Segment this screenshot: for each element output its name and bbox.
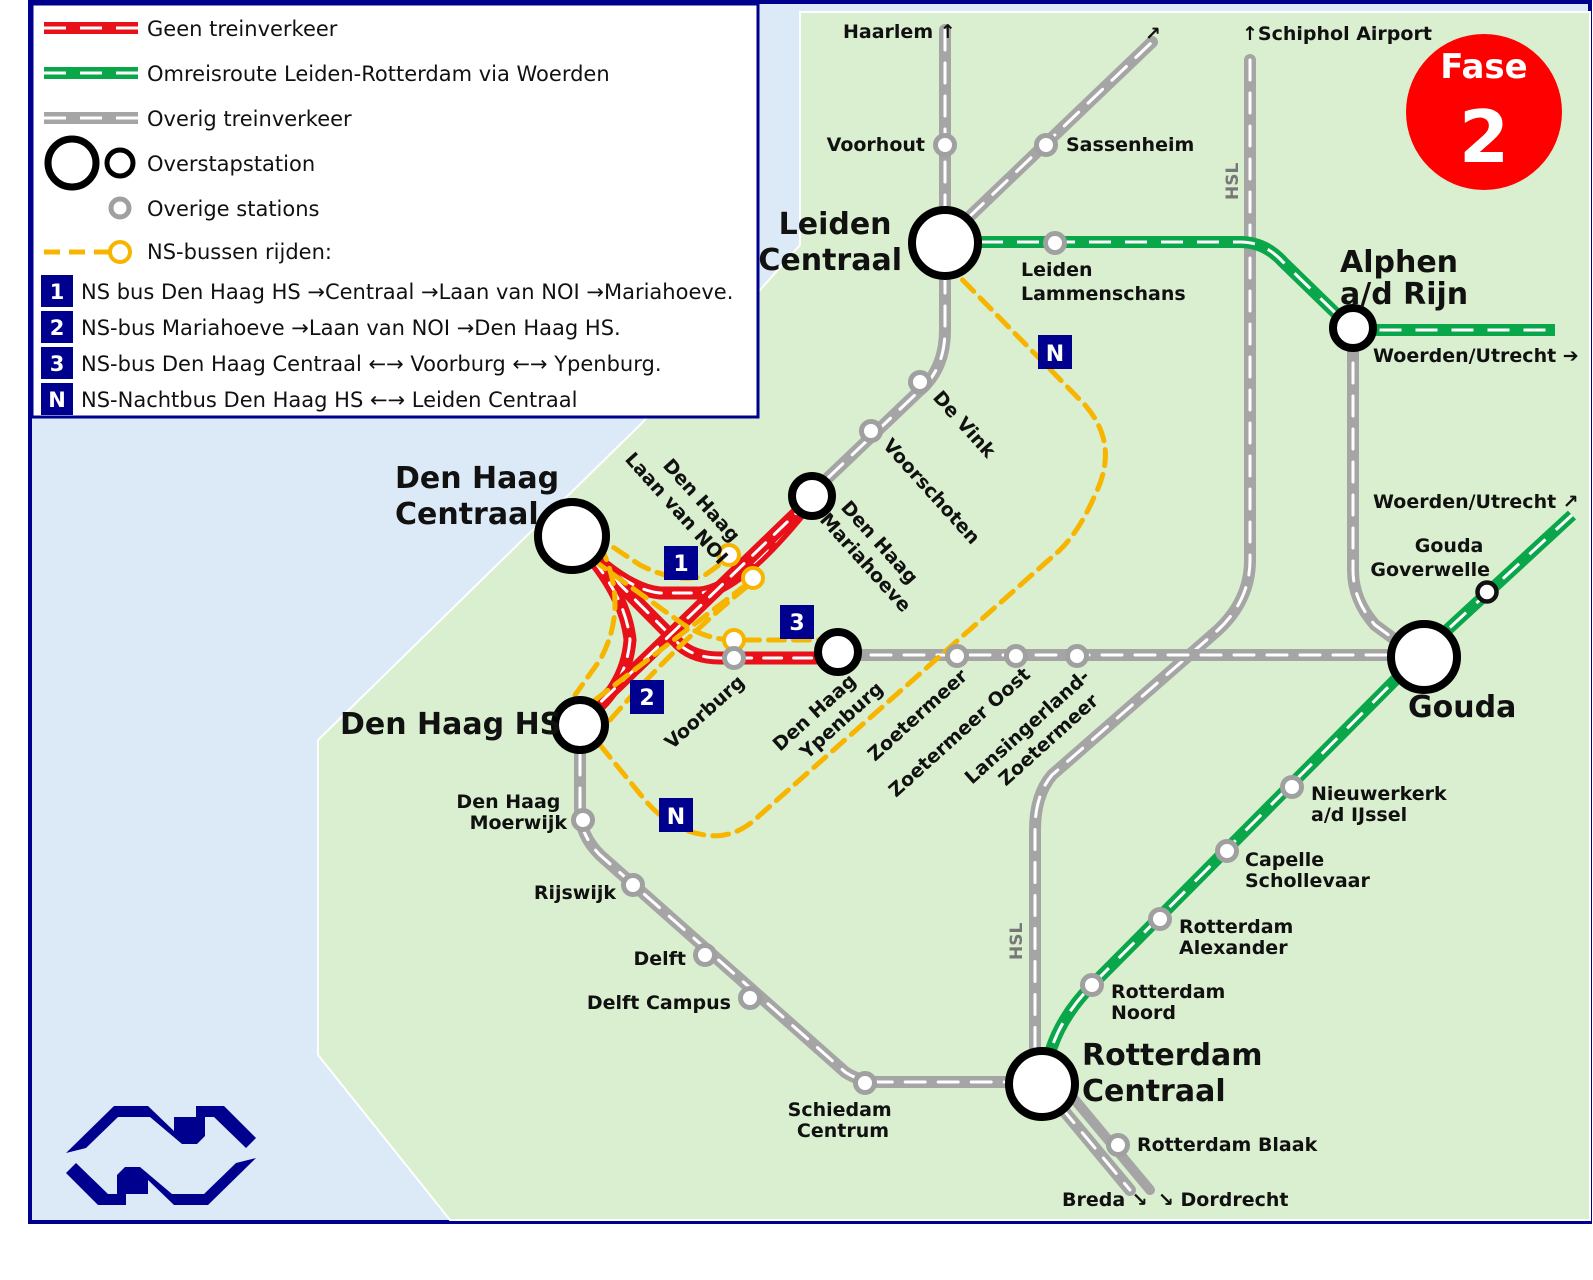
label-rotterdam-centraal: Rotterdam Centraal [1082,1038,1273,1109]
label-woerden-utrecht-2: Woerden/Utrecht ↗ [1373,491,1579,513]
label-rotterdam-noord: Rotterdam Noord [1111,981,1232,1024]
svg-text:N: N [48,388,66,412]
station-rotterdam-noord [1083,976,1102,995]
phase-badge: Fase 2 [1406,34,1562,190]
legend-item-detour: Omreisroute Leiden-Rotterdam via Woerden [44,62,610,86]
label-rijswijk: Rijswijk [534,882,617,904]
svg-text:2: 2 [50,316,65,340]
svg-text:Omreisroute Leiden-Rotterdam v: Omreisroute Leiden-Rotterdam via Woerden [147,62,610,86]
label-northeast-arrow: ↗ [1145,23,1161,45]
station-schiedam-centrum [856,1074,875,1093]
svg-text:Geen treinverkeer: Geen treinverkeer [147,17,338,41]
station-rotterdam-centraal [1009,1051,1075,1117]
label-delft-campus: Delft Campus [587,992,731,1014]
label-alphen: Alphen a/d Rijn [1340,245,1469,312]
label-den-haag-moerwijk: Den Haag Moerwijk [456,791,567,834]
station-gouda-goverwelle [1478,583,1497,602]
legend-item-no-train: Geen treinverkeer [44,17,338,41]
svg-text:Overig treinverkeer: Overig treinverkeer [147,107,352,131]
station-leiden-centraal [912,210,978,276]
label-delft: Delft [633,948,686,970]
station-capelle [1218,842,1237,861]
route-marker-1: 1 [664,546,698,580]
label-den-haag-centraal: Den Haag Centraal [395,461,570,532]
label-den-haag-hs: Den Haag HS [340,707,561,742]
station-zoetermeer [948,647,967,666]
label-nieuwerkerk: Nieuwerkerk a/d IJssel [1311,783,1453,826]
station-sassenheim [1037,136,1056,155]
svg-text:N: N [667,805,685,830]
svg-text:NS bus Den Haag HS →Centraal →: NS bus Den Haag HS →Centraal →Laan van N… [81,280,733,304]
label-schiedam-centrum: Schiedam Centrum [788,1099,899,1142]
legend-bus-route-3: 3 NS-bus Den Haag Centraal ←→ Voorburg ←… [41,347,662,379]
svg-text:Fase: Fase [1440,47,1527,87]
label-breda: Breda ↘ [1062,1189,1148,1211]
station-gouda [1391,624,1457,690]
station-de-vink [911,373,930,392]
svg-text:NS-bussen rijden:: NS-bussen rijden: [147,240,332,264]
label-woerden-utrecht-1: Woerden/Utrecht ➔ [1373,345,1579,367]
hsl-label-north: HSL [1223,163,1243,200]
station-delft-campus [741,989,760,1008]
station-voorhout [936,136,955,155]
station-delft [696,946,715,965]
station-rijswijk [624,876,643,895]
hsl-label-south: HSL [1007,923,1027,960]
station-den-haag-centraal [534,498,610,574]
svg-text:Overige stations: Overige stations [147,197,319,221]
svg-text:1: 1 [673,552,688,577]
label-sassenheim: Sassenheim [1066,134,1194,156]
label-rotterdam-alexander: Rotterdam Alexander [1179,916,1300,959]
legend-bus-route-2: 2 NS-bus Mariahoeve →Laan van NOI →Den H… [41,311,621,343]
route-marker-3: 3 [780,605,814,639]
route-marker-n-leiden: N [1038,335,1072,369]
svg-text:Overstapstation: Overstapstation [147,152,315,176]
label-dordrecht: ↘ Dordrecht [1158,1189,1288,1211]
svg-text:NS-bus Den Haag Centraal ←→ Vo: NS-bus Den Haag Centraal ←→ Voorburg ←→ … [81,352,662,376]
station-rotterdam-alexander [1151,910,1170,929]
legend-bus-route-n: N NS-Nachtbus Den Haag HS ←→ Leiden Cent… [41,383,577,415]
label-leiden-lammenschans: Leiden Lammenschans [1021,259,1186,305]
label-rotterdam-blaak: Rotterdam Blaak [1137,1134,1318,1156]
station-voorschoten [862,422,881,441]
svg-text:2: 2 [639,686,654,711]
station-den-haag-hs [551,696,609,754]
svg-text:3: 3 [50,352,65,376]
route-marker-n-den-haag: N [659,798,693,832]
station-alphen [1333,308,1373,348]
svg-text:NS-bus Mariahoeve →Laan van NO: NS-bus Mariahoeve →Laan van NOI →Den Haa… [81,316,621,340]
label-gouda-goverwelle: Gouda Goverwelle [1370,535,1490,581]
station-rotterdam-blaak [1109,1136,1128,1155]
legend-item-other-train: Overig treinverkeer [44,107,352,131]
station-leiden-lammenschans [1046,234,1065,253]
ns-logo-icon [66,1106,256,1205]
label-voorhout: Voorhout [827,134,925,156]
legend-item-transfer-station: Overstapstation [44,135,315,191]
svg-text:N: N [1046,342,1064,367]
label-schiphol: ↑Schiphol Airport [1242,23,1432,45]
station-zoetermeer-oost [1007,647,1026,666]
svg-text:2: 2 [1459,95,1509,179]
legend-item-station: Overige stations [108,196,319,221]
route-marker-2: 2 [630,680,664,714]
legend: Geen treinverkeer Omreisroute Leiden-Rot… [30,2,760,419]
label-gouda: Gouda [1408,690,1516,725]
label-leiden-centraal: Leiden Centraal [758,207,902,278]
svg-text:3: 3 [789,611,804,636]
station-den-haag-mariahoeve [792,476,832,516]
label-haarlem: Haarlem ↑ [843,21,956,43]
svg-text:NS-Nachtbus Den Haag HS ←→ Lei: NS-Nachtbus Den Haag HS ←→ Leiden Centra… [81,388,577,412]
svg-text:1: 1 [50,280,65,304]
legend-item-bus: NS-bussen rijden: [44,240,332,264]
legend-bus-route-1: 1 NS bus Den Haag HS →Centraal →Laan van… [41,275,733,307]
station-den-haag-ypenburg [818,632,858,672]
station-voorburg [725,649,744,668]
label-capelle: Capelle Schollevaar [1245,849,1370,892]
station-den-haag-moerwijk [574,811,593,830]
station-nieuwerkerk [1283,778,1302,797]
